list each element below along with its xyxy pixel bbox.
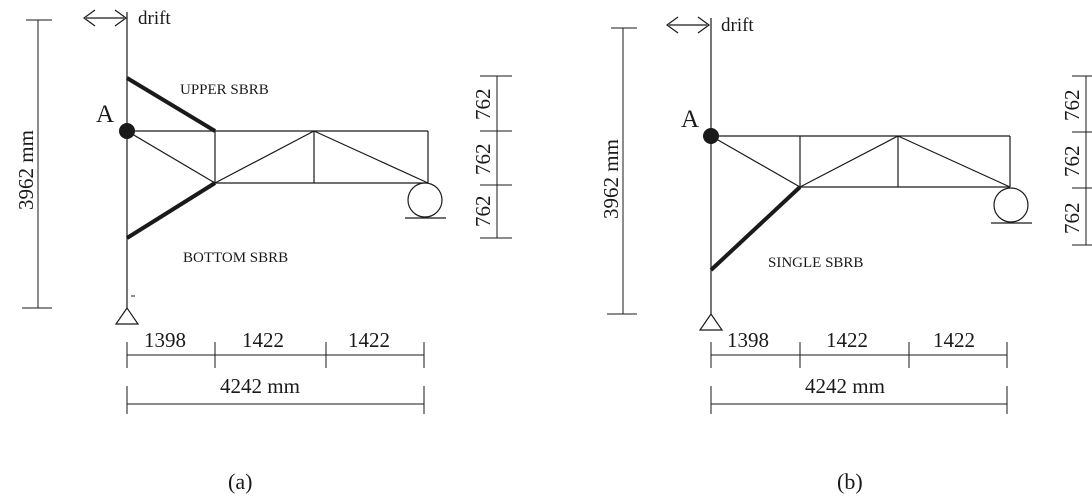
node-label-b: A	[681, 106, 699, 133]
panel-b: 3962 mm drift	[599, 15, 1092, 494]
spacing-label-b-3: 762	[1060, 203, 1084, 235]
total-dimension-a: 4242 mm	[126, 374, 425, 414]
spacing-dimension-b: 762 762 762	[1060, 75, 1092, 246]
caption-a: (a)	[228, 469, 252, 494]
bottom-brace-label-a: BOTTOM SBRB	[183, 250, 288, 266]
truss-b	[710, 135, 1011, 188]
bay-dimension-b: 1398 1422 1422	[710, 328, 1008, 368]
upper-brace-label-a: UPPER SBRB	[180, 82, 269, 98]
bay-label-a-2: 1422	[242, 328, 284, 352]
bay-label-a-1: 1398	[144, 328, 186, 352]
spacing-label-b-1: 762	[1060, 90, 1084, 122]
height-dimension-b: 3962 mm	[599, 27, 637, 315]
single-sbrb-b	[709, 185, 802, 272]
total-dimension-b: 4242 mm	[710, 374, 1008, 414]
pin-support-b	[698, 312, 724, 331]
roller-support-b	[991, 187, 1032, 224]
bay-label-a-3: 1422	[348, 328, 390, 352]
truss-a	[126, 130, 429, 184]
bay-label-b-3: 1422	[933, 328, 975, 352]
drift-arrow-b	[665, 16, 711, 34]
spacing-dimension-a: 762 762 762	[471, 75, 512, 239]
spacing-label-b-2: 762	[1060, 146, 1084, 178]
height-label-b: 3962 mm	[599, 139, 623, 219]
bay-dimension-a: 1398 1422 1422	[126, 328, 425, 368]
spacing-label-a-1: 762	[471, 89, 495, 121]
height-label-a: 3962 mm	[14, 130, 38, 210]
bottom-sbrb-a	[125, 181, 217, 240]
height-dimension-a: 3962 mm	[14, 19, 52, 309]
node-label-a: A	[96, 101, 114, 128]
bay-label-b-2: 1422	[826, 328, 868, 352]
single-brace-label-b: SINGLE SBRB	[768, 255, 863, 271]
panel-a: 3962 mm drift	[14, 8, 512, 494]
pin-support-a	[114, 306, 140, 325]
drift-arrow-a	[82, 9, 128, 27]
drift-label-a: drift	[138, 8, 171, 29]
upper-sbrb-a	[125, 76, 217, 133]
roller-support-a	[405, 182, 446, 219]
bay-label-b-1: 1398	[727, 328, 769, 352]
node-a-marker-a	[119, 123, 135, 139]
node-a-marker-b	[703, 128, 719, 144]
total-label-b: 4242 mm	[805, 374, 885, 398]
spacing-label-a-3: 762	[471, 196, 495, 228]
spacing-label-a-2: 762	[471, 144, 495, 176]
total-label-a: 4242 mm	[220, 374, 300, 398]
drift-label-b: drift	[721, 15, 754, 36]
caption-b: (b)	[837, 469, 863, 494]
